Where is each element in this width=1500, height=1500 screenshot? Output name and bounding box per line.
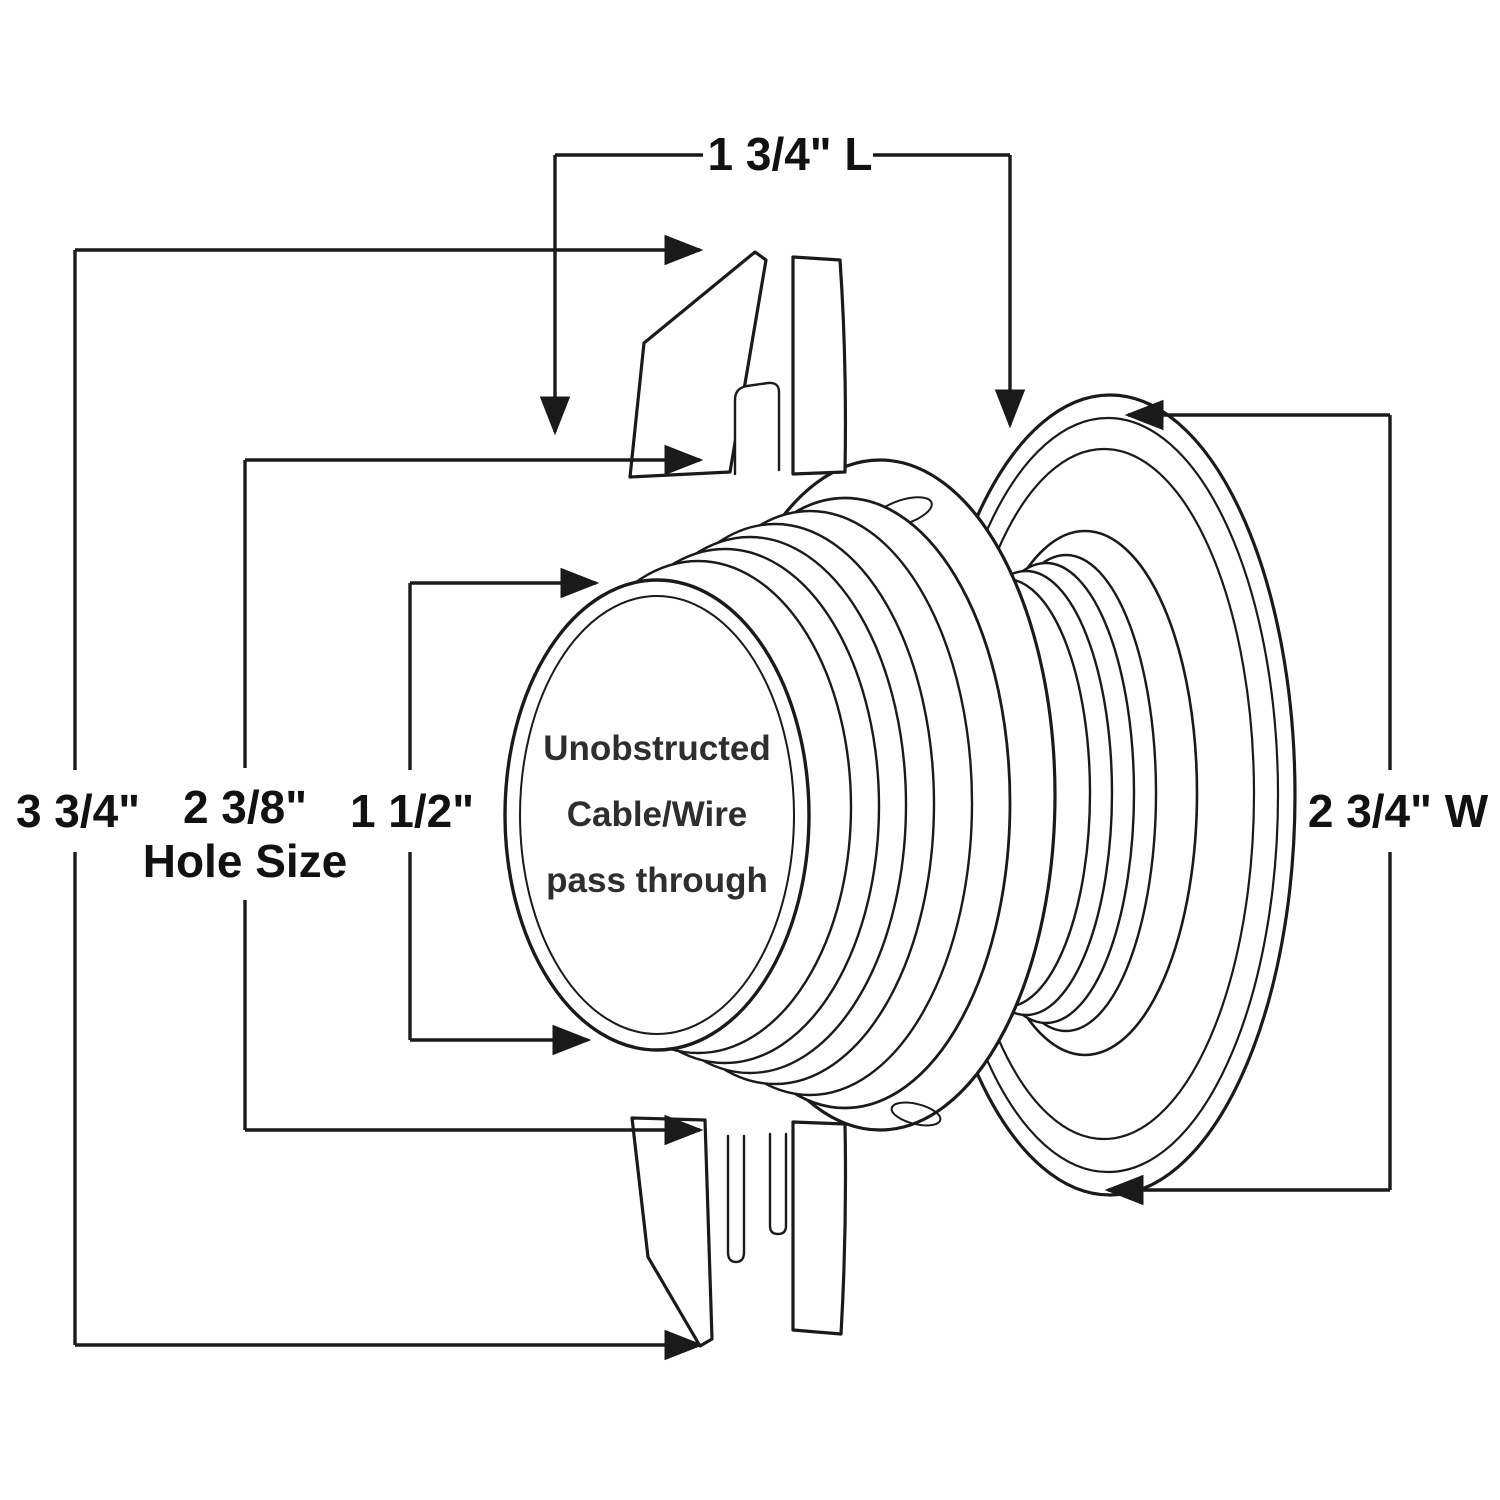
dim-right-width — [1104, 399, 1392, 1206]
center-label-line2: Cable/Wire — [567, 795, 748, 834]
dim-label-right-width: 2 3/4" W — [1308, 785, 1489, 837]
dim-left-overall — [73, 234, 704, 1361]
bracket-bottom-rear-arm — [791, 1120, 848, 1336]
bracket-top-tab — [733, 381, 781, 476]
dim-inner-opening — [408, 567, 600, 1056]
mounting-bracket-top — [628, 250, 848, 479]
housing-slot-bottom — [890, 1101, 942, 1127]
center-label-line1: Unobstructed — [543, 729, 771, 768]
bracket-top-rear-arm — [791, 255, 848, 476]
dim-label-top-length: 1 3/4" L — [708, 128, 873, 180]
dim-top-length — [539, 153, 1026, 436]
front-cap-outer — [503, 578, 811, 1052]
bracket-bottom-plate — [630, 1116, 714, 1348]
center-label-line3: pass through — [546, 861, 768, 900]
dim-label-hole-size-value: 2 3/8" — [183, 781, 307, 833]
mounting-bracket-bottom — [630, 1116, 848, 1348]
device-drawing — [503, 250, 1297, 1348]
bracket-top-plate — [628, 250, 768, 479]
dim-label-left-overall: 3 3/4" — [16, 785, 140, 837]
dim-label-hole-size-caption: Hole Size — [143, 835, 348, 887]
bracket-bottom-prong — [726, 1134, 746, 1264]
front-cap-inner — [519, 595, 795, 1035]
bracket-bottom-prong — [768, 1132, 788, 1236]
dim-hole-size — [243, 444, 704, 1146]
dim-label-inner-opening: 1 1/2" — [350, 785, 474, 837]
dimension-lines — [73, 153, 1392, 1361]
